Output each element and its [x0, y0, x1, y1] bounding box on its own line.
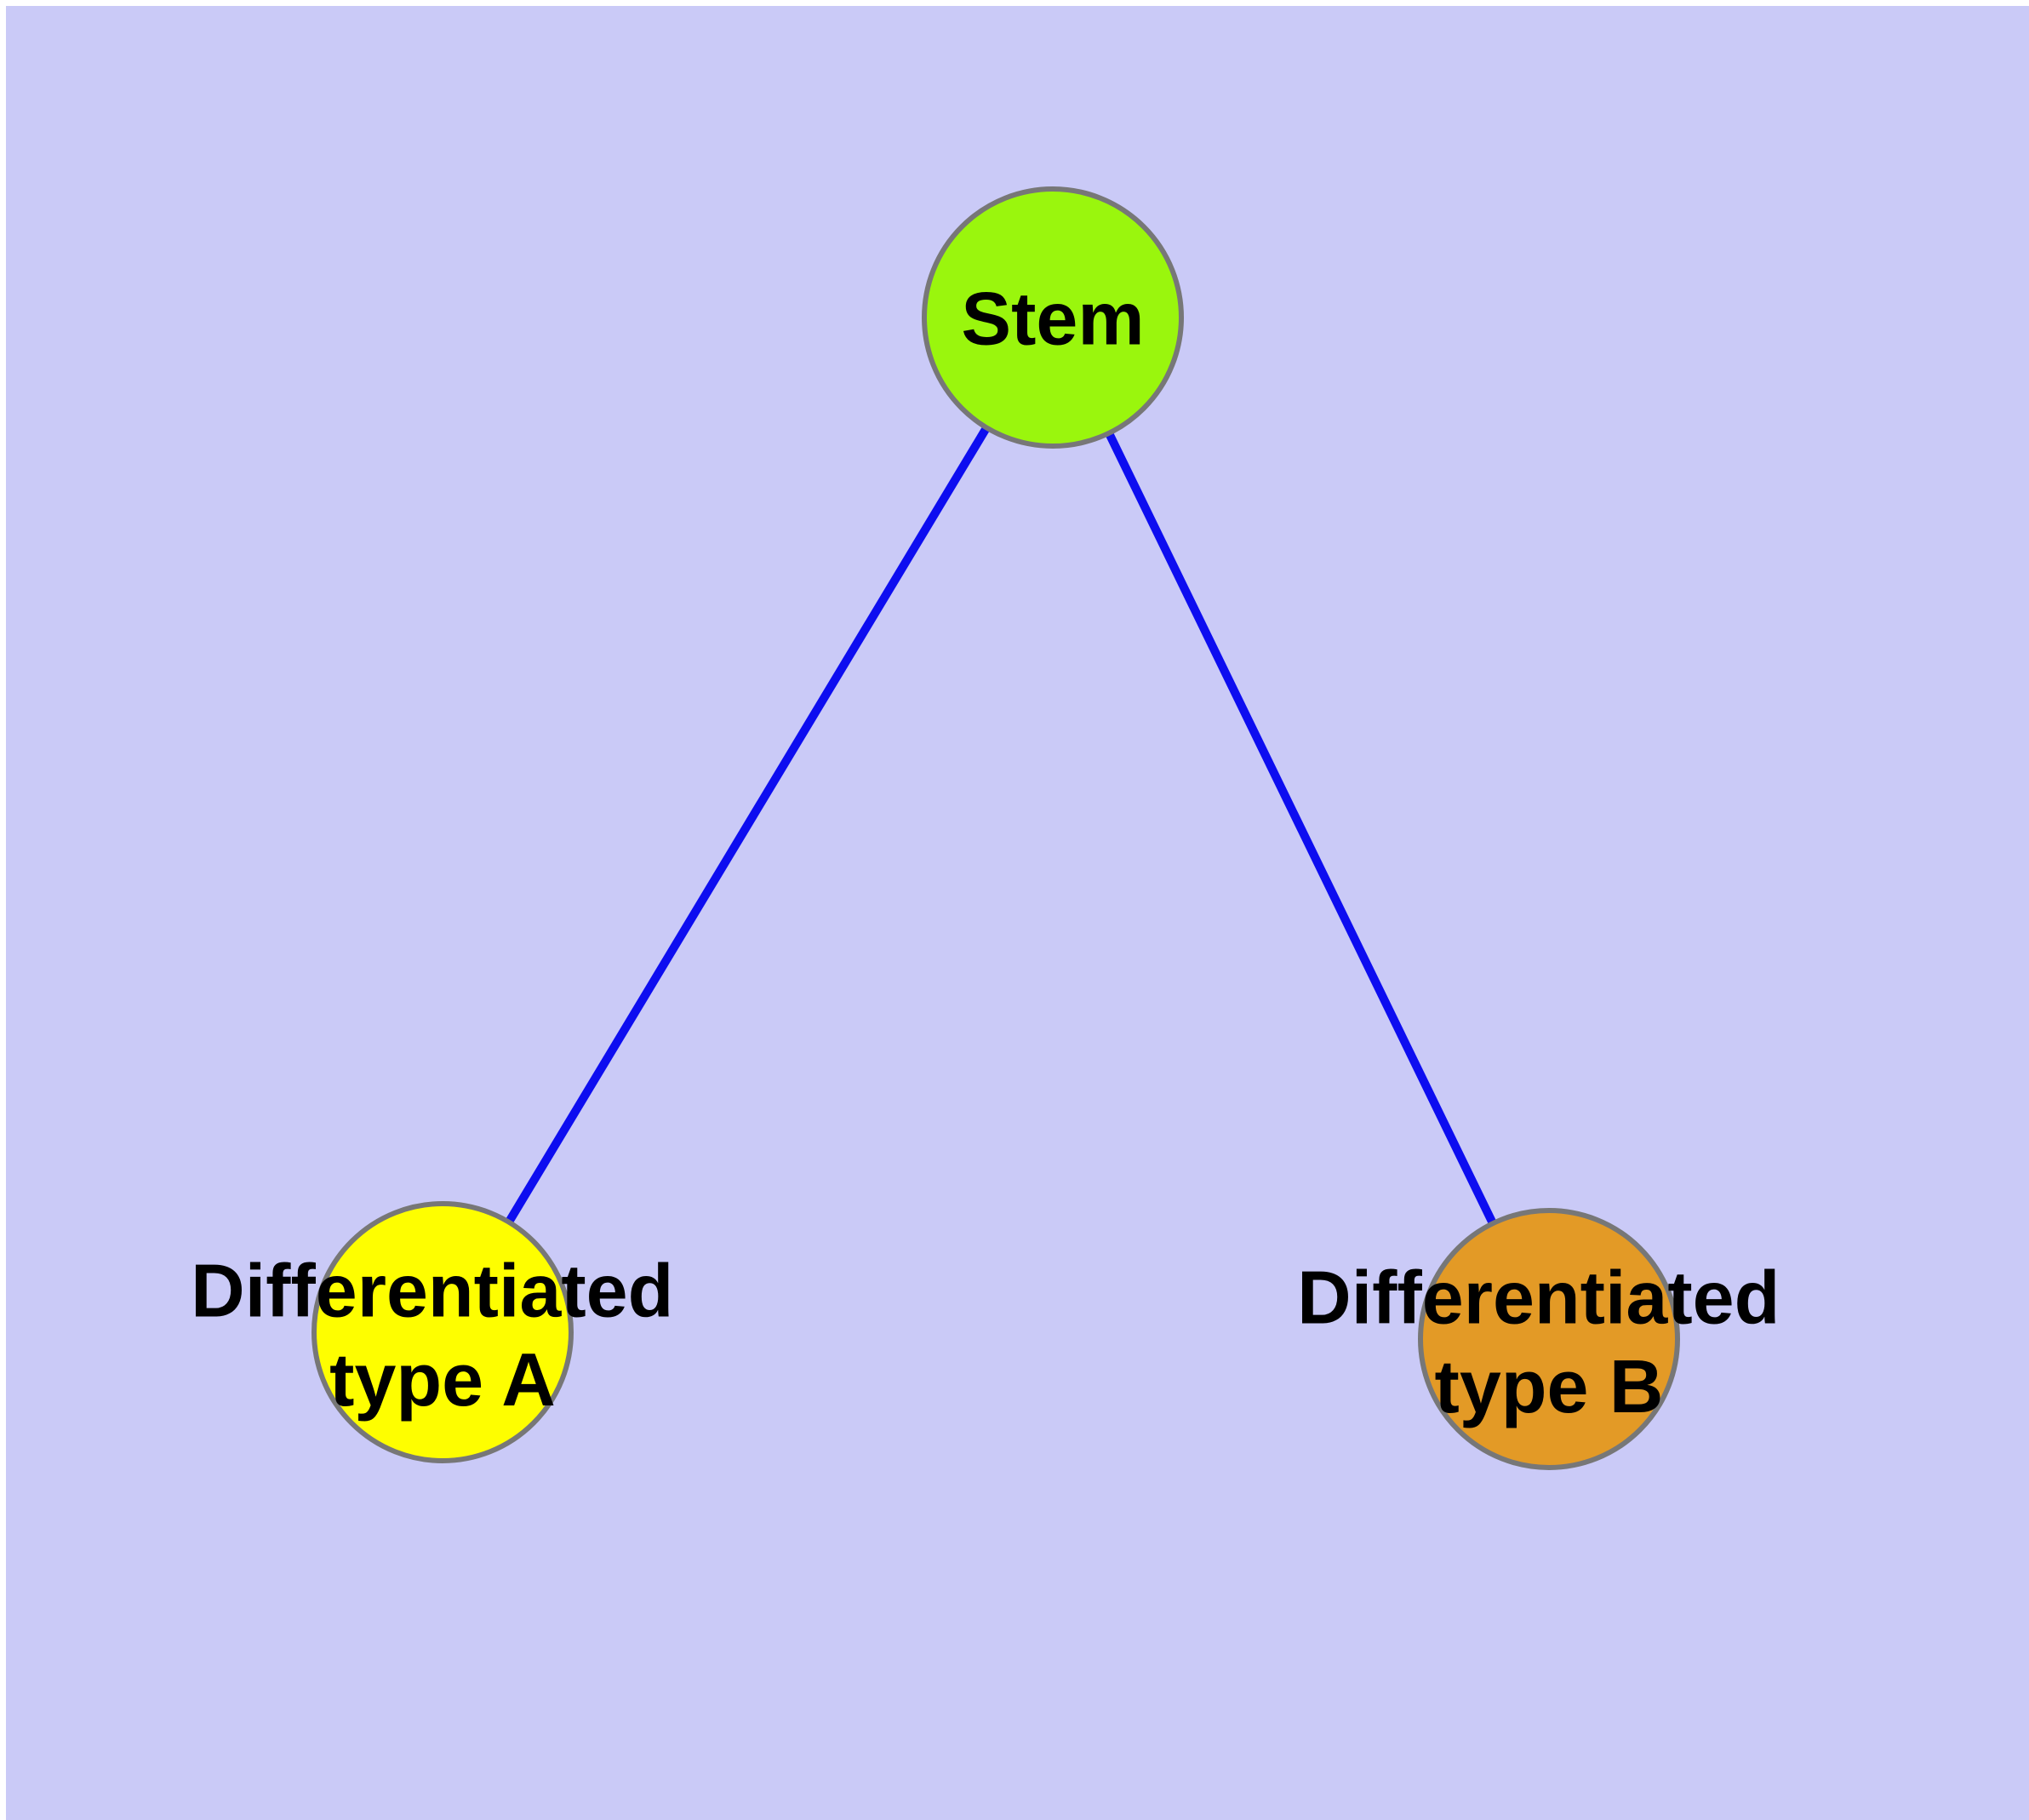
node-type-a-label-line1: Differentiated	[191, 1249, 673, 1333]
node-type-a-label: Differentiated type A	[191, 1249, 694, 1422]
node-type-b-label-line1: Differentiated	[1297, 1256, 1780, 1340]
node-type-b-label: Differentiated type B	[1297, 1256, 1801, 1429]
edge-stem-to-type-b	[1049, 315, 1553, 1342]
node-stem	[922, 186, 1184, 449]
node-stem-label: Stem	[961, 277, 1144, 361]
edge-stem-to-type-a	[438, 315, 1057, 1335]
node-differentiated-type-b	[1418, 1208, 1680, 1470]
node-differentiated-type-a	[311, 1201, 574, 1463]
node-type-a-label-line2: type A	[329, 1337, 556, 1422]
node-type-b-label-line2: type B	[1435, 1344, 1664, 1428]
